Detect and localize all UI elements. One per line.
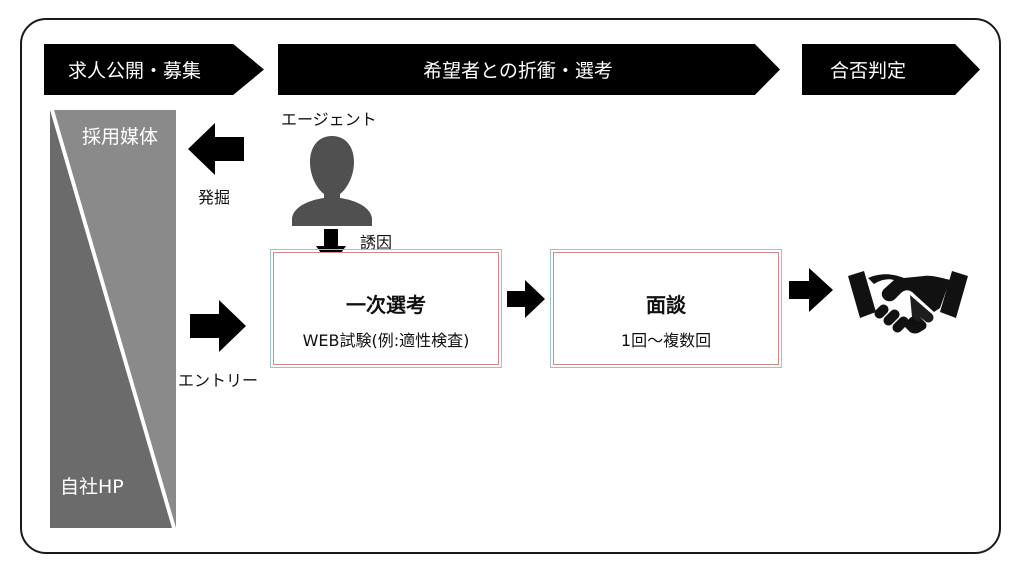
channel-label-own-site: 自社HP [60, 476, 124, 498]
invite-label: 誘因 [360, 233, 393, 252]
invite-arrow [316, 229, 346, 267]
step-box-first-screening: 一次選考 WEB試験(例:適性検査) [270, 249, 502, 368]
person-silhouette-icon [292, 136, 372, 226]
stage-banner-decision: 合否判定 [802, 44, 980, 95]
stage-label-decision: 合否判定 [830, 60, 907, 82]
step-subtitle-first-screening: WEB試験(例:適性検査) [302, 331, 470, 350]
discover-arrow [188, 123, 244, 175]
channel-column [50, 110, 176, 528]
handshake-icon [848, 271, 968, 334]
step-title-first-screening: 一次選考 [346, 293, 426, 317]
stage-banner-negotiation: 希望者との折衝・選考 [278, 44, 780, 95]
discover-label: 発掘 [198, 188, 231, 207]
step-box-interview: 面談 1回～複数回 [550, 249, 782, 368]
diagram-frame [20, 18, 1001, 554]
step-subtitle-interview: 1回～複数回 [620, 331, 712, 350]
stage-banner-recruit: 求人公開・募集 [44, 44, 264, 95]
step-title-interview: 面談 [646, 293, 686, 317]
step-arrow-1 [507, 280, 545, 318]
entry-label: エントリー [178, 371, 259, 390]
channel-label-media: 採用媒体 [82, 126, 159, 148]
own-site-channel-shape [50, 110, 172, 528]
stage-label-negotiation: 希望者との折衝・選考 [423, 60, 613, 82]
stage-label-recruit: 求人公開・募集 [68, 60, 202, 82]
media-channel-shape [54, 110, 176, 528]
agent-label: エージェント [281, 110, 377, 129]
step-arrow-2 [789, 268, 833, 312]
entry-arrow [190, 300, 246, 352]
